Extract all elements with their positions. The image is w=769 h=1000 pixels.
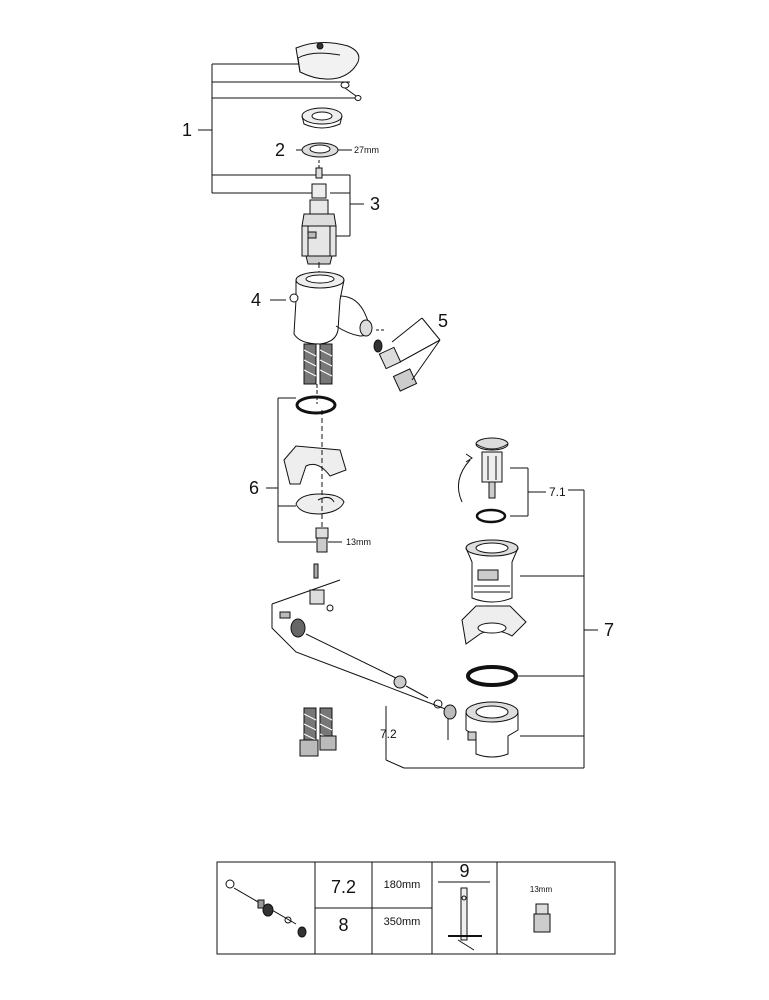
drain-nut-tailpiece	[465, 701, 519, 758]
table-code-8: 8	[338, 915, 349, 935]
parts-table	[216, 861, 616, 955]
hose-tails	[299, 707, 337, 757]
pop-up-plug	[457, 437, 509, 524]
aerator-parts	[373, 317, 441, 392]
table-length-180mm: 180mm	[383, 879, 421, 891]
dimension-13mm: 13mm	[346, 537, 372, 547]
supply-hoses	[303, 343, 333, 404]
horseshoe-washer	[295, 493, 345, 515]
tap-body	[270, 271, 373, 345]
set-screw	[315, 160, 323, 179]
bracket-7-1	[510, 467, 546, 517]
callout-5: 5	[438, 311, 449, 331]
lever-handle	[295, 42, 362, 101]
callout-7-1: 7.1	[549, 485, 566, 499]
callout-3: 3	[370, 194, 381, 214]
callout-7: 7	[604, 620, 615, 640]
retaining-nut	[296, 142, 352, 158]
o-ring-seal	[295, 395, 337, 415]
bracket-7	[516, 489, 598, 768]
dimension-27mm: 27mm	[354, 145, 380, 155]
bracket-1	[198, 63, 355, 194]
callout-6: 6	[249, 478, 260, 498]
callout-1: 1	[182, 120, 193, 140]
bracket-7-2	[271, 579, 584, 769]
waste-body	[465, 539, 519, 603]
cover-cap	[301, 107, 343, 129]
lift-rod	[279, 563, 457, 720]
mounting-plate	[283, 445, 347, 485]
drain-mounting-plate	[461, 605, 527, 645]
callout-2: 2	[275, 140, 286, 160]
table-code-7-2: 7.2	[330, 877, 357, 897]
callout-7-2: 7.2	[380, 727, 397, 741]
table-adapter-illustration	[533, 903, 551, 933]
table-code-9: 9	[459, 861, 470, 881]
table-length-350mm: 350mm	[383, 916, 421, 928]
callout-4: 4	[251, 290, 262, 310]
threaded-stud	[315, 410, 342, 553]
drain-seal	[466, 665, 518, 687]
bracket-3	[330, 175, 364, 237]
table-adapter-13mm: 13mm	[529, 885, 553, 894]
table-rod-illustration	[225, 879, 307, 938]
cartridge	[301, 183, 337, 265]
table-tool-illustration	[448, 887, 482, 951]
bracket-6	[266, 397, 316, 543]
